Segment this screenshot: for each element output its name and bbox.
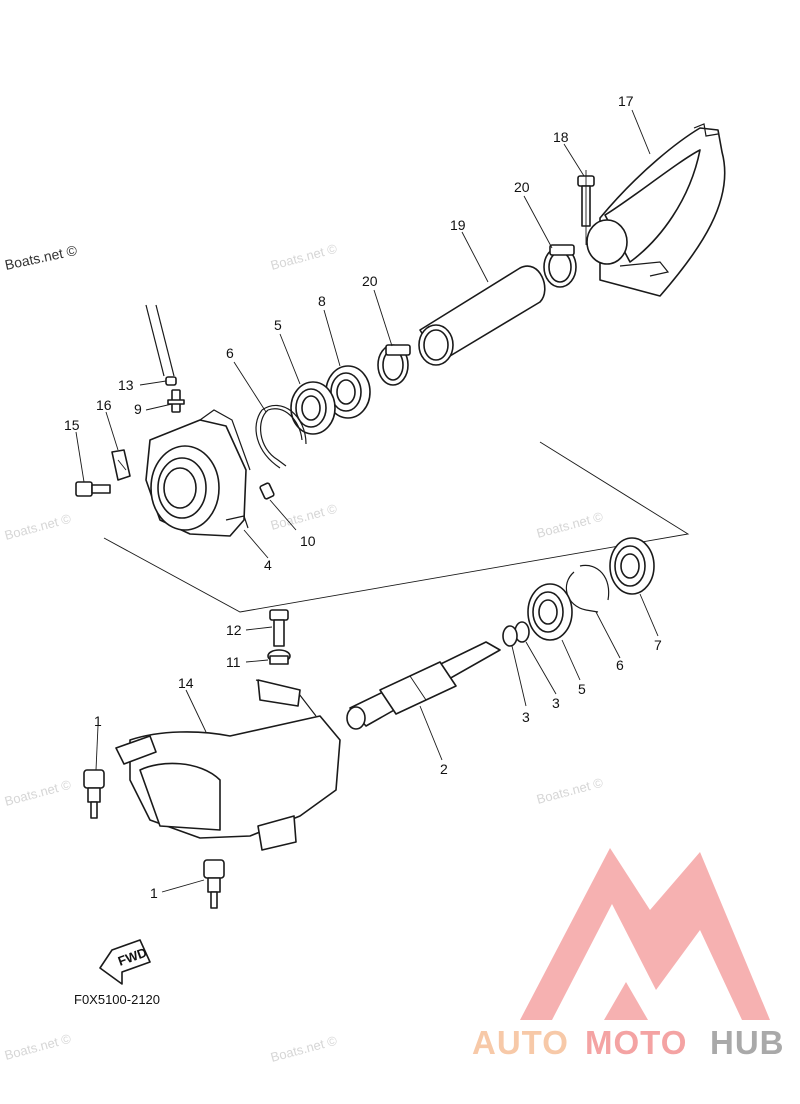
assembly-outline	[103, 441, 690, 613]
callout-12: 12	[226, 622, 242, 638]
watermark: Boats.net ©	[3, 1031, 73, 1063]
callout-1: 1	[94, 713, 102, 729]
part-9-fitting	[167, 389, 185, 413]
callout-6: 6	[616, 657, 624, 673]
part-5-bearing-lower	[527, 583, 573, 641]
callout-16: 16	[96, 397, 112, 413]
part-20-hose-clamp-lower	[377, 344, 411, 386]
watermark: Boats.net ©	[3, 777, 73, 809]
part-3-o-rings	[502, 621, 530, 647]
watermark: Boats.net ©	[3, 511, 73, 543]
callout-1: 1	[150, 885, 158, 901]
leader-lines	[75, 109, 659, 893]
part-13-cap	[145, 304, 177, 386]
part-1-mount-bolt-upper	[83, 769, 105, 819]
part-20-hose-clamp-upper	[543, 244, 577, 288]
part-10-pin	[259, 482, 275, 500]
callout-20: 20	[514, 179, 530, 195]
logo-mark-icon	[520, 848, 770, 1020]
callout-13: 13	[118, 377, 134, 393]
callout-18: 18	[553, 129, 569, 145]
watermark: Boats.net ©	[535, 775, 605, 807]
part-7-bearing	[609, 537, 655, 595]
part-6-snap-ring-lower	[565, 564, 610, 613]
callout-8: 8	[318, 293, 326, 309]
part-17-cover	[586, 123, 726, 297]
watermark: Boats.net ©	[269, 501, 339, 533]
logo-text-auto: AUTO	[472, 1024, 569, 1061]
part-2-shaft	[346, 641, 501, 730]
part-1-mount-bolt-lower	[203, 859, 225, 909]
callout-5: 5	[274, 317, 282, 333]
watermark: Boats.net ©	[535, 509, 605, 541]
watermark: Boats.net ©	[269, 1033, 339, 1065]
part-11-collar	[267, 649, 291, 665]
logo-text-moto: MOTO	[585, 1024, 687, 1061]
callout-4: 4	[264, 557, 272, 573]
callout-7: 7	[654, 637, 662, 653]
callout-9: 9	[134, 401, 142, 417]
diagram-code: F0X5100-2120	[74, 992, 160, 1007]
part-14-pump-housing	[115, 679, 341, 851]
part-12-bolt	[269, 609, 289, 647]
callout-20: 20	[362, 273, 378, 289]
callout-15: 15	[64, 417, 80, 433]
callout-2: 2	[440, 761, 448, 777]
part-5-bearing-upper	[290, 381, 336, 435]
callout-3: 3	[552, 695, 560, 711]
callout-11: 11	[226, 654, 241, 670]
fwd-arrow-icon: FWD	[99, 939, 151, 985]
part-16-plate	[111, 449, 131, 481]
logo-text-hub: HUB	[710, 1024, 785, 1061]
part-4-housing	[145, 409, 251, 537]
callout-14: 14	[178, 675, 194, 691]
callout-19: 19	[450, 217, 466, 233]
automotohub-logo: AUTO MOTO HUB	[472, 848, 785, 1061]
watermark: Boats.net ©	[269, 241, 339, 273]
callout-3: 3	[522, 709, 530, 725]
callout-numbers: 17 18 20 19 20 8 5 6 13 9 16 15 10 4 12 …	[64, 93, 662, 901]
callout-17: 17	[618, 93, 634, 109]
part-8-bearing	[325, 365, 371, 419]
part-6-snap-ring-upper	[255, 404, 307, 469]
part-19-hose	[418, 265, 546, 366]
callout-10: 10	[300, 533, 316, 549]
part-18-bolt	[577, 170, 595, 245]
callout-5: 5	[578, 681, 586, 697]
watermark-main: Boats.net ©	[3, 242, 79, 273]
part-15-bolt	[75, 481, 111, 497]
callout-6: 6	[226, 345, 234, 361]
